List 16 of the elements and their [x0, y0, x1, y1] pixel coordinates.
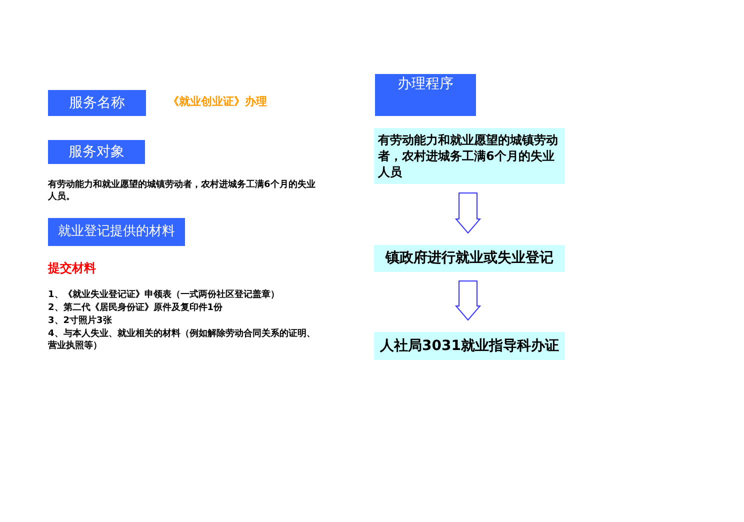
title-text: 《就业创业证》办理 [168, 95, 268, 110]
arrow [454, 192, 482, 234]
list-item: 3、2寸照片3张 [48, 316, 113, 328]
section-header: 就业登记提供的材料 [48, 218, 185, 246]
list-item: 2、第二代《居民身份证》原件及复印件1份 [48, 303, 224, 315]
section-header: 办理程序 [375, 74, 476, 116]
list-item: 1、《就业失业登记证》申领表（一式两份社区登记盖章） [48, 290, 280, 302]
process-box: 有劳动能力和就业愿望的城镇劳动者，农村进城务工满6个月的失业人员 [374, 128, 565, 184]
description-text: 有劳动能力和就业愿望的城镇劳动者，农村进城务工满6个月的失业人员。 [48, 180, 316, 204]
arrow [454, 280, 482, 321]
list-item: 4、与本人失业、就业相关的材料（例如解除劳动合同关系的证明、营业执照等） [48, 329, 316, 352]
section-header: 服务对象 [48, 140, 145, 164]
section-header: 服务名称 [48, 90, 146, 116]
subheading-text: 提交材料 [48, 261, 97, 277]
process-box: 人社局3031就业指导科办证 [374, 332, 565, 360]
process-box: 镇政府进行就业或失业登记 [374, 245, 565, 272]
